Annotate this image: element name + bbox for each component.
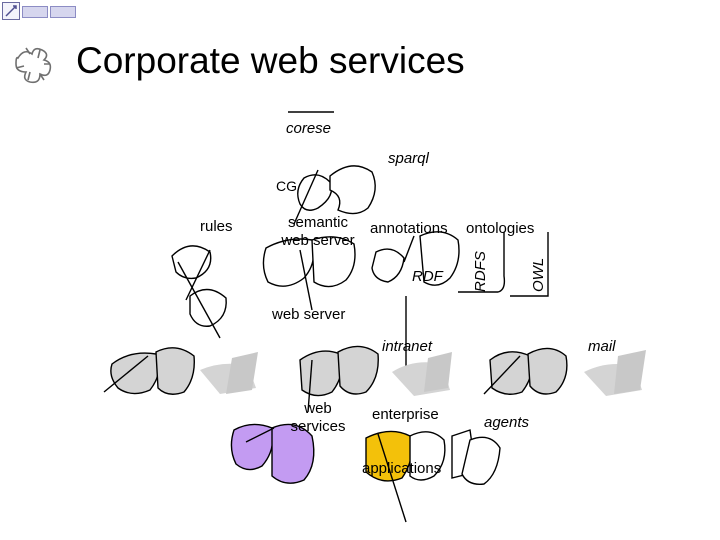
agents-label: agents (484, 414, 530, 431)
corese-label: corese (286, 120, 332, 137)
annotations-label: annotations (370, 220, 448, 237)
enterprise-label: enterprise (372, 406, 439, 423)
agents-pieces (461, 436, 501, 485)
rdfs-label: RDFS (472, 251, 489, 292)
web-server-label: web server (272, 306, 346, 323)
header-decoration-bar (50, 6, 76, 18)
pen-icon (2, 2, 20, 20)
mail-label: mail (588, 338, 616, 355)
owl-label: OWL (530, 257, 547, 292)
rules-label: rules (200, 218, 233, 235)
sparql-label: sparql (388, 150, 429, 167)
middle-row-pieces (103, 345, 646, 413)
semantic-web-server-label: semantic web server (281, 214, 355, 249)
page-title: Corporate web services (76, 40, 465, 81)
cg-label: CG (276, 178, 297, 194)
cg-pieces (293, 165, 376, 225)
semantic-web-server-pieces (262, 236, 356, 311)
ontologies-label: ontologies (466, 220, 535, 237)
header-decoration-bar (22, 6, 48, 18)
web-services-pieces (230, 423, 315, 484)
rdf-pieces (371, 231, 460, 286)
web-services-label: web services (290, 400, 346, 435)
rules-pieces (171, 245, 227, 339)
rdf-label: RDF (412, 268, 443, 285)
intranet-label: intranet (382, 338, 433, 355)
applications-label: applications (362, 460, 442, 477)
schema-lines (458, 232, 549, 297)
puzzle-logo-icon (15, 47, 52, 84)
